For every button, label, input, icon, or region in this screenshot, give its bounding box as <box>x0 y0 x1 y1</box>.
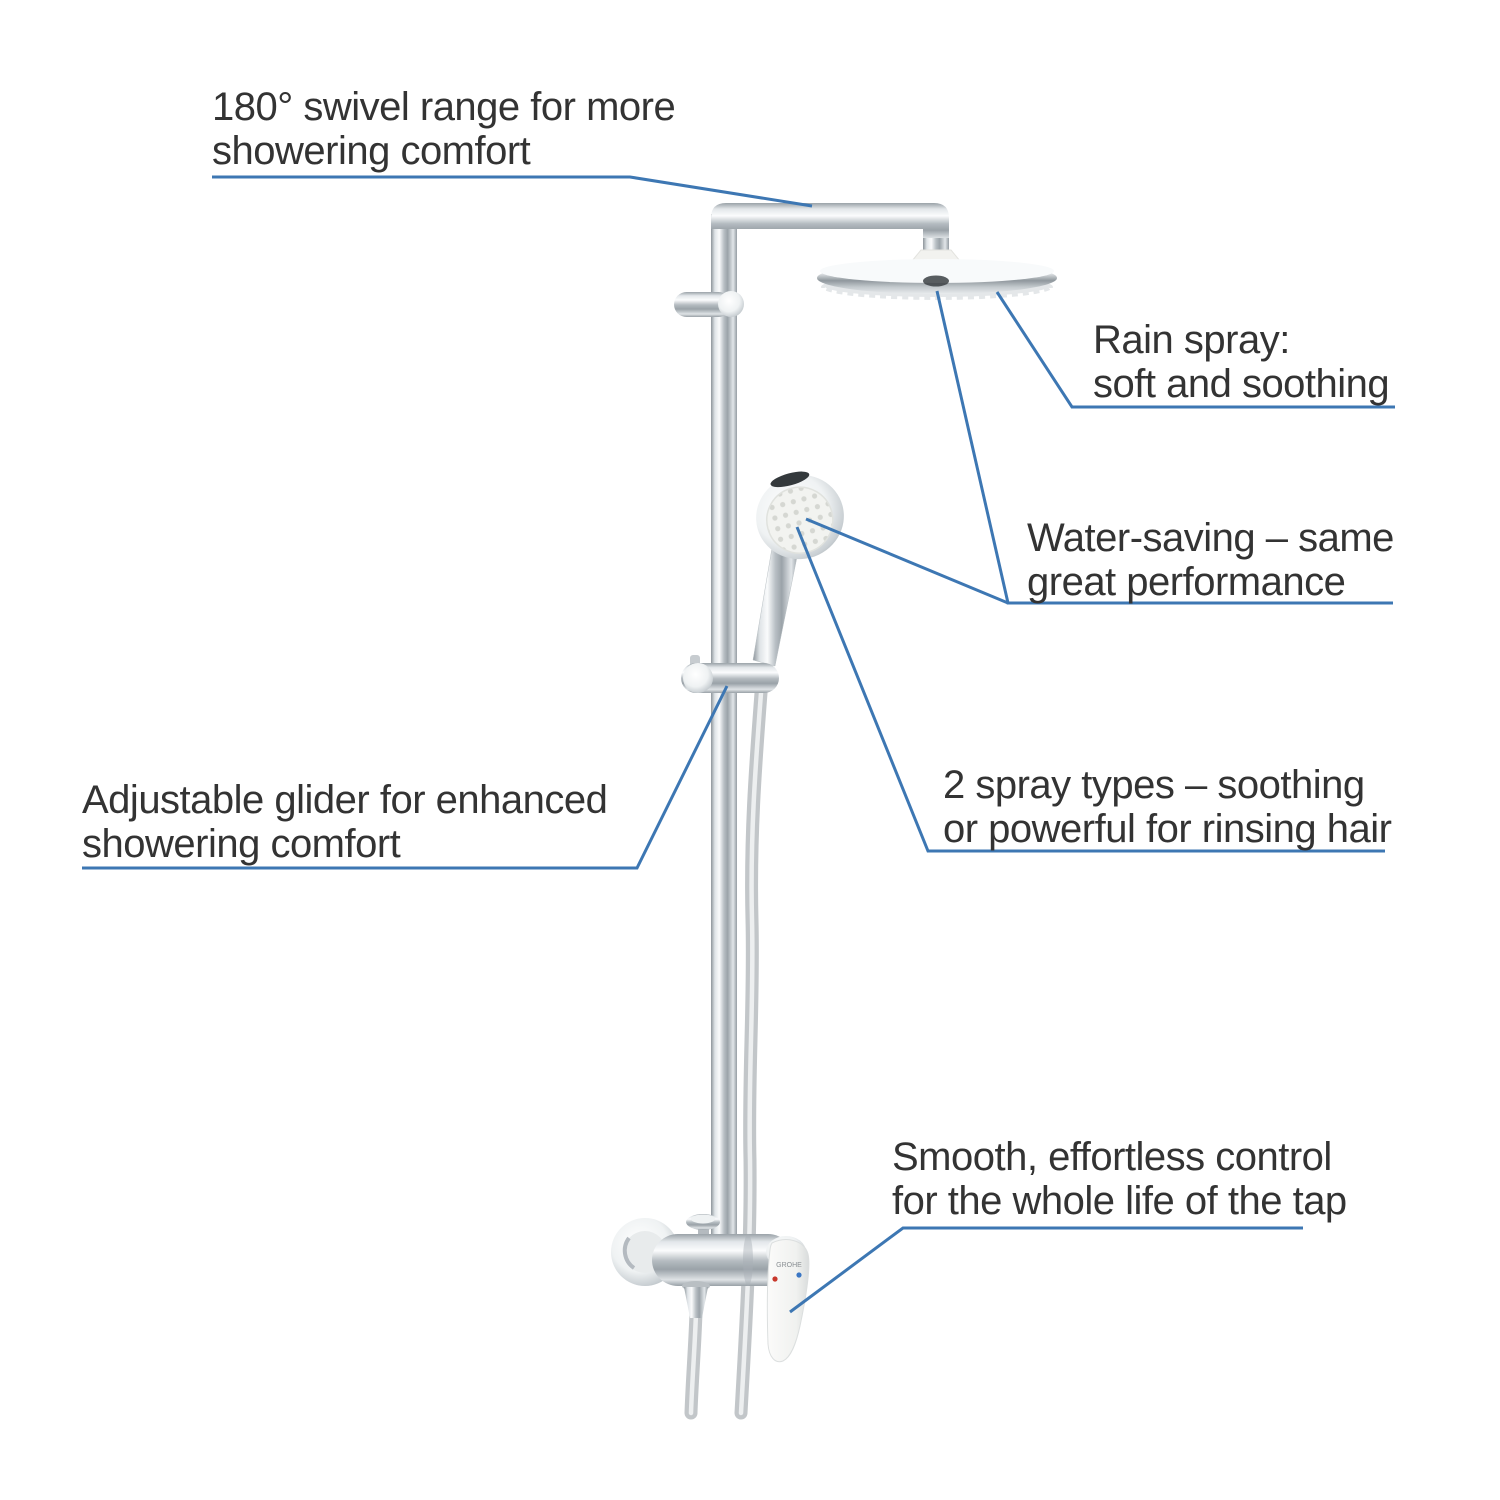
shower-column: GROHE <box>611 203 1057 1420</box>
rain-head-nozzles <box>819 286 1055 303</box>
brand-logo: GROHE <box>776 1262 802 1269</box>
rail-pipe <box>711 214 737 1246</box>
callout-line-water-saving-hand <box>805 517 1009 605</box>
lever-handle: GROHE <box>766 1236 810 1363</box>
annotation-swivel-range: 180° swivel range for more showering com… <box>212 85 676 173</box>
glider-bracket <box>681 655 779 693</box>
callout-line-spray-types <box>795 526 1385 853</box>
callout-lines <box>82 175 1395 1314</box>
annotation-rain-spray: Rain spray: soft and soothing <box>1093 318 1390 406</box>
annotation-spray-types: 2 spray types – soothing or powerful for… <box>943 763 1392 851</box>
callout-line-rain-spray <box>995 291 1395 409</box>
mixer-body <box>652 1234 794 1286</box>
rain-shower-head <box>817 259 1057 303</box>
hand-shower-head <box>756 471 844 560</box>
mixer-tap: GROHE <box>611 1214 810 1363</box>
hose-tail <box>684 1305 703 1420</box>
shower-hose <box>734 673 769 1420</box>
diverter-knob <box>686 1214 720 1238</box>
annotation-smooth-control: Smooth, effortless control for the whole… <box>892 1135 1347 1223</box>
callout-line-glider <box>82 685 729 870</box>
cold-indicator-dot <box>796 1272 802 1278</box>
shower-arm <box>711 203 949 243</box>
hot-indicator-dot <box>772 1276 778 1282</box>
hand-shower-handle <box>752 547 799 667</box>
wall-bracket <box>674 291 744 317</box>
annotation-glider: Adjustable glider for enhanced showering… <box>82 778 608 866</box>
callout-line-swivel-range <box>212 175 813 208</box>
callout-line-smooth-control <box>789 1226 1303 1314</box>
hose-outlet-nut <box>682 1281 710 1318</box>
annotation-water-saving: Water-saving – same great performance <box>1027 516 1394 604</box>
